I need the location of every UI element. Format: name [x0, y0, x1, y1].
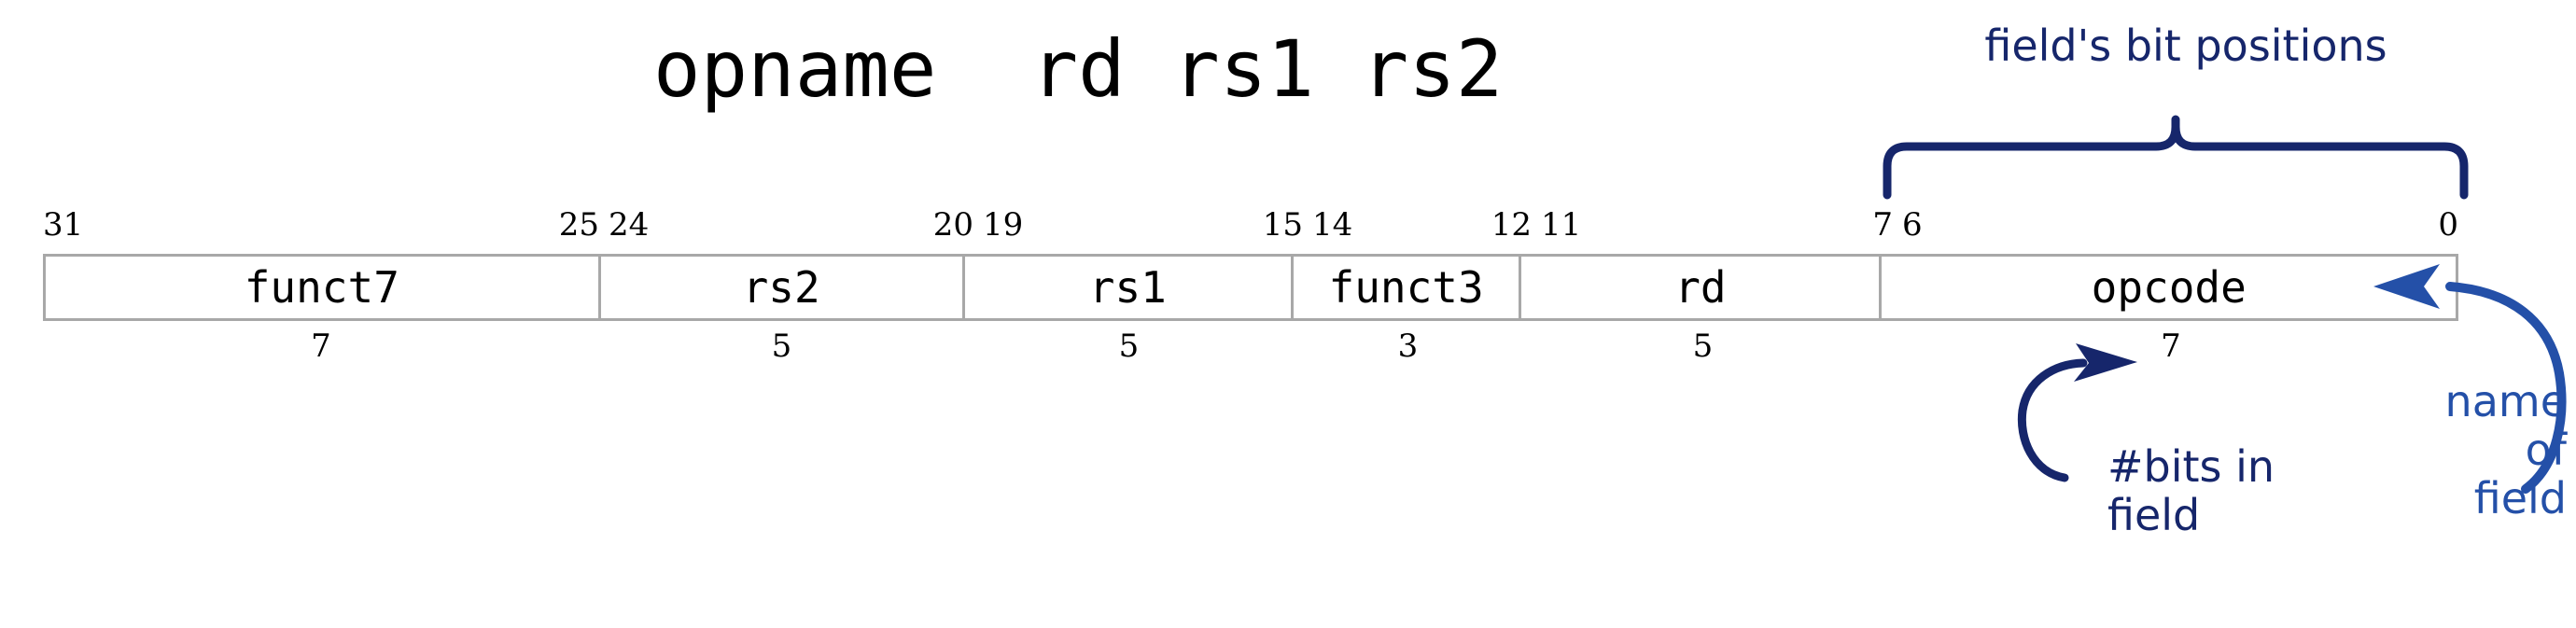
field-bit-count-label: 7	[311, 328, 331, 365]
field-cell-funct3: funct3	[1293, 257, 1522, 318]
field-name-label: rs1	[1088, 262, 1167, 313]
field-name-label: opcode	[2091, 262, 2247, 313]
bit-position-label: 19	[983, 206, 1024, 244]
instruction-field-table: funct7 rs2 rs1 funct3 rd opcode	[43, 254, 2458, 321]
annotation-field-bit-positions: field's bit positions	[1984, 21, 2387, 71]
field-bit-count-label: 5	[1692, 328, 1714, 365]
bit-position-label: 20	[932, 206, 973, 244]
bit-position-label: 24	[609, 206, 650, 244]
bit-position-label: 31	[43, 206, 84, 244]
field-bit-count-label: 5	[771, 328, 792, 365]
field-bit-count-label: 3	[1397, 328, 1419, 365]
bit-position-label: 15	[1262, 206, 1303, 244]
field-width-cell-rd: 5	[1522, 328, 1883, 371]
field-cell-rs1: rs1	[964, 257, 1294, 318]
field-cell-opcode: opcode	[1882, 257, 2456, 318]
field-name-label: rd	[1674, 262, 1727, 313]
bit-position-label: 25	[558, 206, 599, 244]
field-width-cell-funct7: 7	[43, 328, 599, 371]
assembly-syntax-line: opname rd rs1 rs2	[653, 23, 1504, 115]
field-width-cell-funct3: 3	[1294, 328, 1522, 371]
curly-brace-icon	[1883, 115, 2469, 200]
bit-position-label: 14	[1312, 206, 1353, 244]
field-cell-rs2: rs2	[600, 257, 965, 318]
field-name-label: funct7	[244, 262, 399, 313]
field-cell-funct7: funct7	[46, 257, 601, 318]
field-width-cell-opcode: 7	[1883, 328, 2458, 371]
bit-position-label: 7	[1872, 206, 1893, 244]
field-bit-count-label: 7	[2161, 328, 2181, 365]
bit-position-label: 6	[1902, 206, 1923, 244]
bit-position-label: 0	[2438, 206, 2458, 244]
field-bit-count-label: 5	[1118, 328, 1140, 365]
field-cell-rd: rd	[1521, 257, 1883, 318]
field-width-cell-rs2: 5	[599, 328, 964, 371]
annotation-bits-in-field: #bits in field	[2107, 441, 2275, 540]
field-bit-width-labels: 7 5 5 3 5 7	[43, 328, 2458, 371]
bit-position-label: 12	[1491, 206, 1532, 244]
annotation-name-of-field: name of field	[2444, 376, 2567, 523]
field-name-label: funct3	[1328, 262, 1484, 313]
bit-position-label: 11	[1541, 206, 1582, 244]
arrow-to-bit-width	[2017, 358, 2088, 482]
field-name-label: rs2	[742, 262, 820, 313]
field-width-cell-rs1: 5	[964, 328, 1294, 371]
